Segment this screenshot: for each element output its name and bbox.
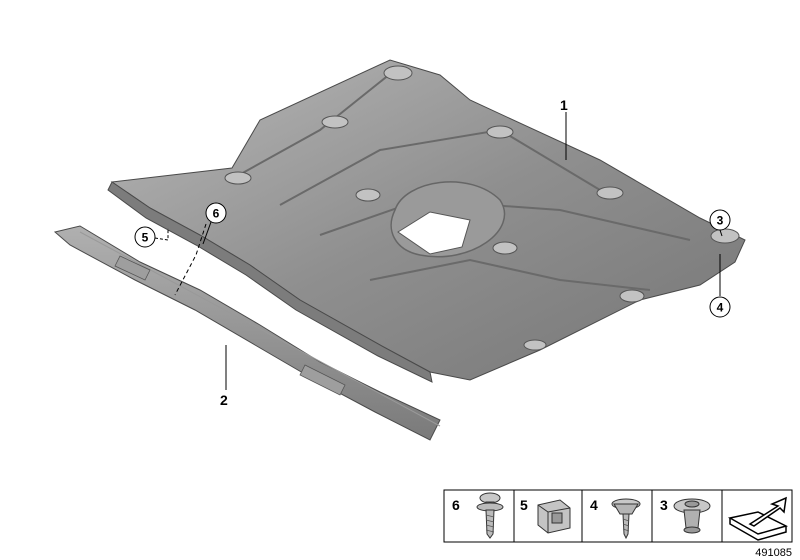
arrow-plate-icon	[727, 496, 789, 541]
svg-text:5: 5	[142, 231, 149, 245]
front-cross-bar	[53, 225, 441, 441]
callout-3: 3	[709, 209, 731, 231]
rivet-icon	[673, 498, 711, 534]
legend-item-6: 6	[452, 492, 504, 539]
clip-nut-icon	[537, 499, 571, 534]
leader-lines	[154, 112, 723, 390]
svg-text:3: 3	[660, 497, 668, 513]
underbody-shield	[107, 59, 746, 383]
svg-text:1: 1	[560, 97, 568, 113]
callout-6: 6	[205, 202, 227, 224]
legend-item-3: 3	[660, 497, 711, 534]
legend-item-5: 5	[520, 497, 571, 534]
callout-4: 4	[709, 296, 731, 318]
callout-1: 1	[560, 97, 568, 113]
legend-item-arrow	[727, 496, 789, 541]
svg-text:2: 2	[220, 392, 228, 408]
svg-text:6: 6	[452, 497, 460, 513]
parts-legend: 6 5 4	[443, 489, 793, 543]
screw-icon	[476, 492, 504, 539]
svg-text:5: 5	[520, 497, 528, 513]
callout-2: 2	[220, 392, 228, 408]
svg-text:4: 4	[590, 497, 598, 513]
svg-text:4: 4	[717, 301, 724, 315]
svg-text:6: 6	[213, 207, 220, 221]
svg-text:3: 3	[717, 214, 724, 228]
legend-item-4: 4	[590, 497, 641, 540]
bolt-icon	[611, 498, 641, 540]
diagram-id: 491085	[755, 547, 792, 559]
callout-5: 5	[134, 226, 156, 248]
